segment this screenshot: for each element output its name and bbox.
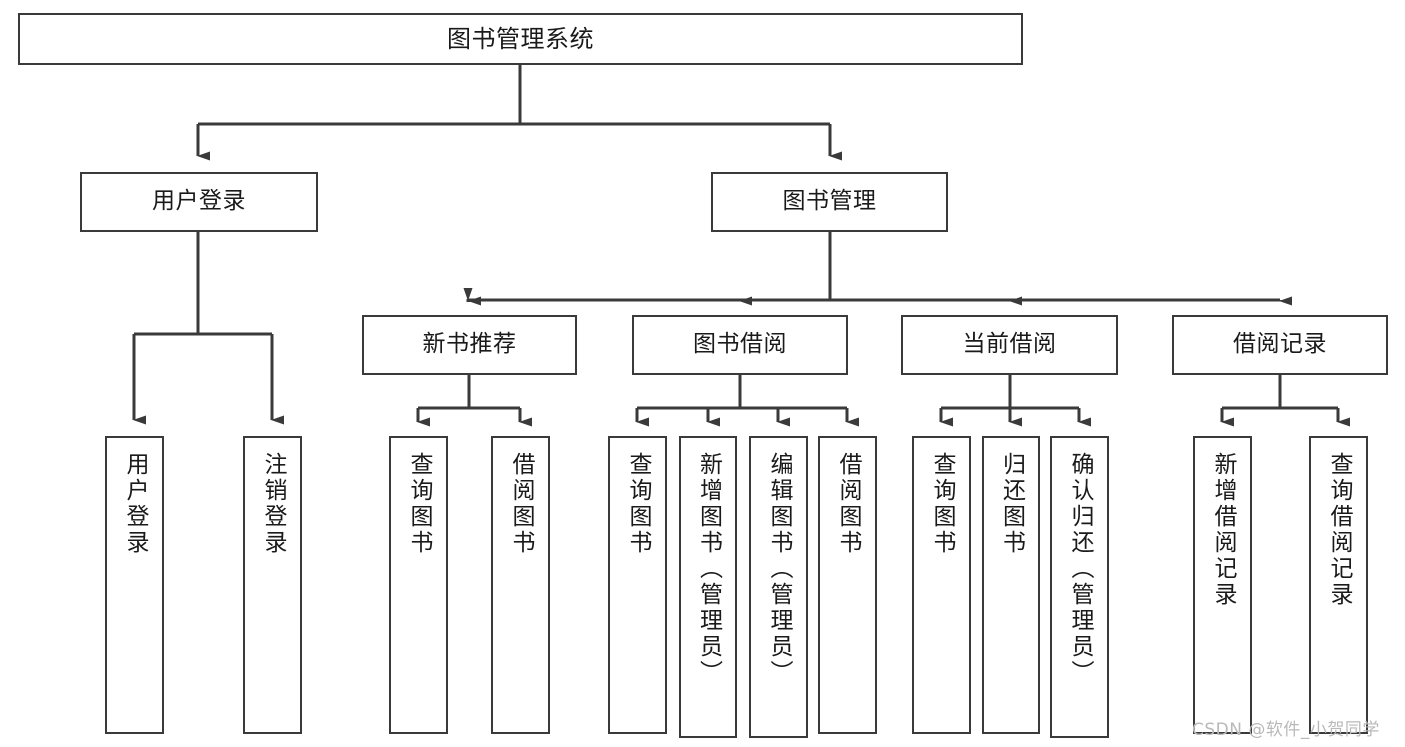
- node-label: 查询图书: [929, 452, 955, 556]
- node-label: 编辑图书（管理员）: [766, 452, 792, 686]
- leaf-query-book-recommend[interactable]: 查询图书: [389, 436, 448, 734]
- leaf-borrow-book-recommend[interactable]: 借阅图书: [491, 436, 550, 734]
- node-label: 查询借阅记录: [1326, 452, 1352, 608]
- csdn-watermark: CSDN @软件_小贺同学: [1192, 720, 1380, 740]
- node-current-borrow[interactable]: 当前借阅: [901, 315, 1118, 375]
- leaf-confirm-return-admin[interactable]: 确认归还（管理员）: [1050, 436, 1109, 738]
- node-label: 新增借阅记录: [1210, 452, 1236, 608]
- node-label: 新增图书（管理员）: [695, 452, 722, 686]
- node-label: 新书推荐: [422, 331, 517, 358]
- leaf-logout-login[interactable]: 注销登录: [243, 436, 302, 734]
- leaf-add-borrow-record[interactable]: 新增借阅记录: [1193, 436, 1252, 734]
- leaf-user-login[interactable]: 用户登录: [105, 436, 164, 734]
- node-book-management[interactable]: 图书管理: [711, 172, 948, 232]
- leaf-query-borrow-record[interactable]: 查询借阅记录: [1309, 436, 1368, 734]
- node-label: 查询图书: [406, 452, 432, 556]
- node-label: 归还图书: [998, 452, 1025, 556]
- node-label: 注销登录: [260, 452, 286, 556]
- node-label: 当前借阅: [962, 331, 1057, 358]
- node-new-book-recommend[interactable]: 新书推荐: [362, 315, 577, 375]
- leaf-edit-book-admin[interactable]: 编辑图书（管理员）: [749, 436, 808, 738]
- node-label: 确认归还（管理员）: [1067, 452, 1093, 686]
- node-label: 借阅记录: [1233, 331, 1327, 358]
- leaf-query-book-current[interactable]: 查询图书: [912, 436, 971, 734]
- leaf-query-book-borrow[interactable]: 查询图书: [608, 436, 667, 734]
- node-label: 图书管理: [782, 188, 877, 215]
- node-label: 借阅图书: [835, 452, 861, 556]
- node-label: 图书管理系统: [447, 24, 594, 53]
- node-label: 借阅图书: [508, 452, 534, 556]
- node-label: 图书借阅: [693, 331, 787, 358]
- node-borrow-record[interactable]: 借阅记录: [1172, 315, 1388, 375]
- leaf-borrow-book-borrow[interactable]: 借阅图书: [818, 436, 877, 734]
- node-label: 用户登录: [122, 452, 148, 556]
- node-label: 查询图书: [625, 452, 651, 556]
- leaf-add-book-admin[interactable]: 新增图书（管理员）: [679, 436, 737, 738]
- node-user-login[interactable]: 用户登录: [80, 172, 318, 232]
- node-root-book-management-system[interactable]: 图书管理系统: [18, 13, 1023, 65]
- leaf-return-book[interactable]: 归还图书: [982, 436, 1040, 734]
- node-label: 用户登录: [152, 188, 246, 215]
- node-book-borrow[interactable]: 图书借阅: [632, 315, 848, 375]
